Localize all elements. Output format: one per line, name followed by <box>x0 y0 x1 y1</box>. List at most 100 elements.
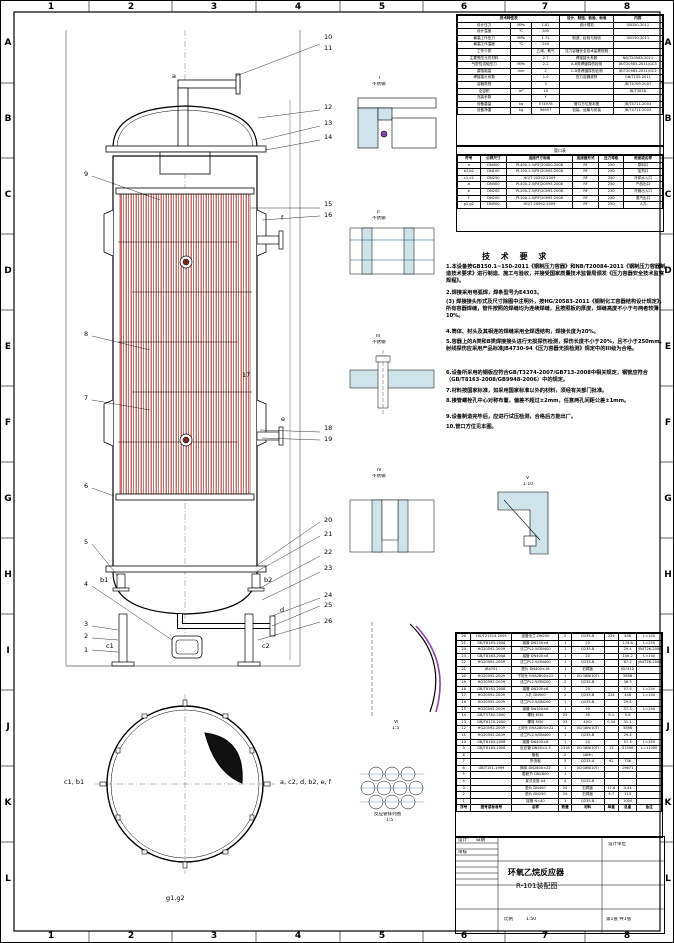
parts-cell: L=250 <box>636 705 662 714</box>
callout-2: 2 <box>84 632 89 640</box>
detail-IV-sub: 不锈钢 <box>372 474 386 479</box>
parts-cell <box>603 672 619 681</box>
detail-II <box>349 227 435 275</box>
nozzle-cell: f <box>457 194 481 203</box>
design-data-cell <box>612 28 664 36</box>
tech-note-10: 10.管口方位见本图。 <box>446 424 497 430</box>
parts-cell <box>603 705 619 714</box>
parts-cell: 垫片 DN400 <box>511 784 560 793</box>
callout-20: 20 <box>324 516 333 524</box>
parts-cell: HG20592-2009 <box>470 731 513 740</box>
parts-cell: 膨胀节 DN2800 <box>511 771 560 780</box>
nozzle-cell: 冷却水入口 <box>623 174 663 183</box>
detail-VI-mark: VI <box>394 720 399 725</box>
design-data-cell: JB/T4711-2003 <box>612 107 664 115</box>
parts-cell: 7 <box>455 758 472 766</box>
parts-cell: L=150 <box>636 692 662 700</box>
parts-cell: 0Cr18Ni10Ti <box>570 745 605 753</box>
parts-cell: 1 <box>558 797 572 806</box>
design-data-cell <box>559 28 614 36</box>
zone-col-1: 1 <box>47 2 55 12</box>
design-data-cell: GB/T150-2011 <box>612 74 664 82</box>
design-data-cell: 压力容器类别 <box>559 74 614 82</box>
zone-row-F-right: F <box>664 418 672 428</box>
callout-23: 23 <box>324 564 333 572</box>
parts-cell: 5 <box>558 758 572 766</box>
parts-cell <box>570 771 605 780</box>
detail-III-mark: III <box>376 334 380 339</box>
parts-cell: 法兰PL2.5/DN400 <box>511 646 560 654</box>
sheet-label: 第1张 共1张 <box>606 917 632 922</box>
nozzle-a <box>177 73 241 155</box>
design-data-cell: ℃ <box>510 28 532 36</box>
zone-row-H-right: H <box>664 570 672 580</box>
parts-cell: 224 <box>603 692 619 700</box>
nozzle-cell: RF <box>571 187 600 196</box>
zone-row-A: A <box>4 38 12 48</box>
parts-cell: 20 <box>570 685 605 694</box>
callout-5: 5 <box>84 538 89 546</box>
parts-cell: 37496 <box>617 745 638 753</box>
zone-row-K-right: K <box>664 798 672 808</box>
nozzle-header-cell: 连接面形式 <box>571 155 600 163</box>
design-data-cell: 包装、运输与安装 <box>559 107 614 115</box>
parts-cell: 0Cr18Ni10Ti <box>570 672 605 681</box>
nozzle-header-cell: 压力等级 <box>598 155 625 163</box>
parts-cell: 2 <box>455 791 472 799</box>
parts-cell <box>603 778 619 786</box>
callout-8: 8 <box>84 330 89 338</box>
parts-cell: HG20592-2009 <box>470 698 513 707</box>
nozzle-cell: e <box>457 187 481 196</box>
parts-cell: 法兰PL2.5/DN400 <box>511 731 560 740</box>
design-data-cell: MPa <box>510 34 532 43</box>
nozzle-label-e: e <box>281 415 285 423</box>
parts-cell: 4 <box>558 778 572 786</box>
nozzle-cell: DN400 <box>479 161 508 170</box>
design-data-header-row: 技术特性表设计、制造、检验、标准内容 <box>456 15 664 23</box>
parts-cell: 1 <box>558 665 572 674</box>
design-data-cell: 容器类别 <box>456 80 512 89</box>
plan-label-left: c1, b1 <box>64 778 85 786</box>
parts-cell: 螺栓 M30 <box>511 712 560 720</box>
detail-IV-mark: IV <box>377 468 382 473</box>
callout-24: 24 <box>324 591 333 599</box>
parts-cell: 16 <box>455 698 472 707</box>
nozzle-label-c2: c2 <box>262 642 270 650</box>
parts-cell <box>603 751 619 760</box>
parts-header-row: 序号图号或标准号名称数量材料单重总重备注 <box>455 804 662 813</box>
parts-cell: 224 <box>603 633 619 641</box>
parts-cell: 0Cr18Ni10Ti <box>570 764 605 773</box>
parts-cell: 1 <box>558 652 572 661</box>
parts-header-cell: 单重 <box>603 804 619 813</box>
parts-cell: 石棉板 <box>570 784 605 793</box>
parts-cell <box>470 778 513 786</box>
design-data-cell: 焊接接头系数 <box>456 74 512 82</box>
zone-col-6-bottom: 6 <box>460 931 468 941</box>
zone-col-8: 8 <box>623 2 631 12</box>
title-block-grid <box>456 837 664 933</box>
nozzle-cell: RF <box>571 194 600 203</box>
parts-cell: 20 <box>570 652 605 661</box>
parts-cell: GB/T5782-2000 <box>470 712 513 720</box>
parts-cell: 14 <box>455 712 472 720</box>
nozzle-cell: 冷媒出入口 <box>623 187 663 196</box>
design-data-cell <box>612 47 664 56</box>
zone-col-7-bottom: 7 <box>541 931 549 941</box>
design-data-cell: 压力容器安全技术监察规程 <box>559 47 614 56</box>
design-data-cell: 充装系数 <box>456 94 512 102</box>
parts-cell: 2 <box>558 692 572 700</box>
parts-cell <box>636 771 662 780</box>
zone-row-J: J <box>6 722 10 732</box>
zone-col-8-bottom: 8 <box>623 931 631 941</box>
parts-cell <box>603 698 619 707</box>
design-data-cell <box>612 41 664 49</box>
